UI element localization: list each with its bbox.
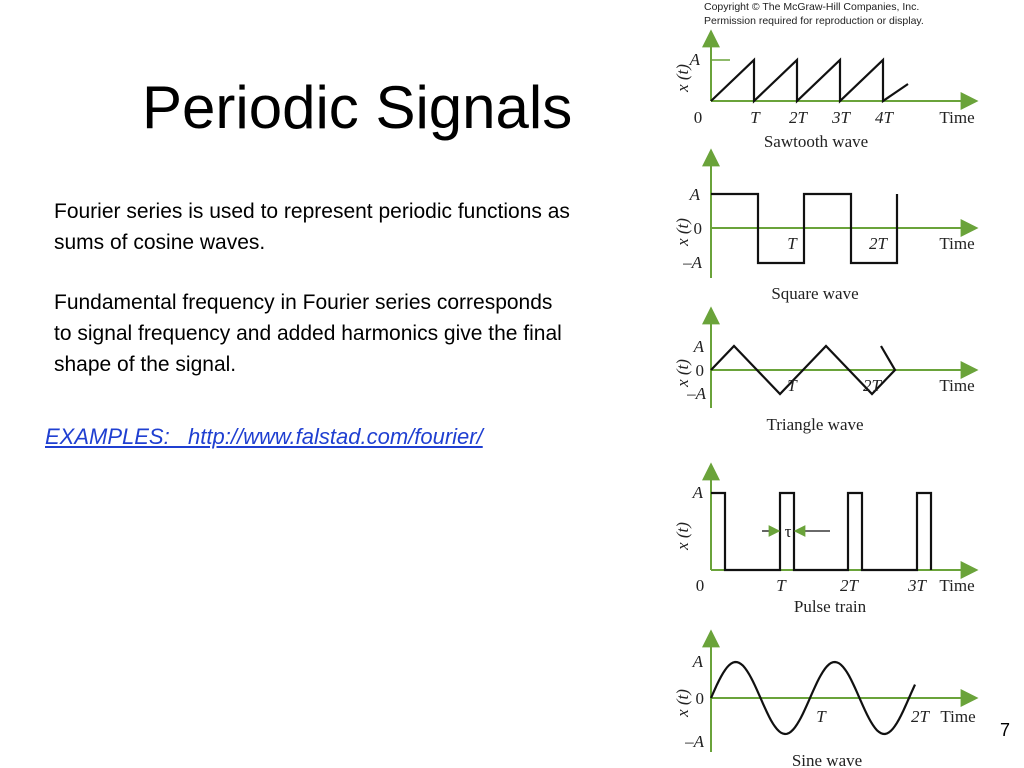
square-negative-amplitude-label: –A	[682, 253, 703, 272]
triangle-panel: x (t) A 0 –A T 2T Time Triangle wave	[673, 306, 979, 434]
sawtooth-tick-label: 3T	[831, 108, 852, 127]
copyright-line-1: Copyright © The McGraw-Hill Companies, I…	[704, 1, 920, 13]
square-caption: Square wave	[771, 284, 858, 303]
triangle-tick-label: T	[787, 376, 798, 395]
pulse-origin-label: 0	[696, 576, 705, 595]
pulse-tick-label: 2T	[840, 576, 860, 595]
square-tick-label: T	[787, 234, 798, 253]
sine-panel: x (t) A 0 –A T 2T Time Sine wave	[673, 629, 979, 768]
sawtooth-caption: Sawtooth wave	[764, 132, 868, 151]
examples-link[interactable]: EXAMPLES: http://www.falstad.com/fourier…	[45, 424, 483, 449]
sawtooth-time-label: Time	[939, 108, 974, 127]
triangle-time-label: Time	[939, 376, 974, 395]
sine-tick-label: 2T	[911, 707, 931, 726]
triangle-negative-amplitude-label: –A	[686, 384, 707, 403]
pulse-time-label: Time	[939, 576, 974, 595]
pulse-caption: Pulse train	[794, 597, 867, 616]
sine-time-label: Time	[940, 707, 975, 726]
sawtooth-waveform	[710, 57, 909, 104]
sawtooth-origin-label: 0	[694, 108, 703, 127]
slide-title: Periodic Signals	[142, 74, 573, 141]
pulse-tick-label: T	[776, 576, 787, 595]
pulse-amplitude-label: A	[692, 483, 704, 502]
fundamental-frequency-description: Fundamental frequency in Fourier series …	[54, 291, 562, 376]
square-time-label: Time	[939, 234, 974, 253]
copyright-notice: Copyright © The McGraw-Hill Companies, I…	[704, 0, 954, 28]
pulse-train-waveform	[711, 491, 933, 572]
sine-amplitude-label: A	[692, 652, 704, 671]
pulse-width-label: τ	[785, 522, 792, 541]
pulse-tick-label: 3T	[907, 576, 928, 595]
page-number: 7	[1000, 720, 1011, 740]
triangle-tick-label: 2T	[863, 376, 883, 395]
sawtooth-tick-label: T	[750, 108, 761, 127]
sawtooth-amplitude-label: A	[689, 50, 701, 69]
triangle-waveform	[710, 344, 897, 396]
sawtooth-tick-label: 2T	[789, 108, 809, 127]
triangle-y-axis-label: x (t)	[673, 359, 692, 388]
sine-waveform	[709, 660, 917, 736]
sine-caption: Sine wave	[792, 751, 862, 768]
triangle-zero-label: 0	[696, 361, 705, 380]
square-amplitude-label: A	[689, 185, 701, 204]
fourier-description: Fourier series is used to represent peri…	[54, 200, 570, 254]
sine-negative-amplitude-label: –A	[684, 732, 705, 751]
pulse-train-panel: τ x (t) A 0 T 2T 3T Time Pulse train	[673, 462, 979, 616]
sawtooth-panel: x (t) A 0 T 2T 3T 4T Time Sawtooth wave	[673, 29, 979, 151]
copyright-line-2: Permission required for reproduction or …	[704, 15, 924, 27]
sine-tick-label: T	[816, 707, 827, 726]
triangle-amplitude-label: A	[693, 337, 705, 356]
square-waveform	[711, 192, 899, 265]
square-zero-label: 0	[694, 219, 703, 238]
sawtooth-y-axis-label: x (t)	[673, 64, 692, 93]
sine-y-axis-label: x (t)	[673, 689, 692, 718]
pulse-y-axis-label: x (t)	[673, 522, 692, 551]
triangle-caption: Triangle wave	[766, 415, 863, 434]
square-y-axis-label: x (t)	[673, 218, 692, 247]
sawtooth-tick-label: 4T	[875, 108, 895, 127]
square-panel: x (t) A 0 –A T 2T Time Square wave	[673, 148, 979, 303]
square-tick-label: 2T	[869, 234, 889, 253]
sine-zero-label: 0	[696, 689, 705, 708]
